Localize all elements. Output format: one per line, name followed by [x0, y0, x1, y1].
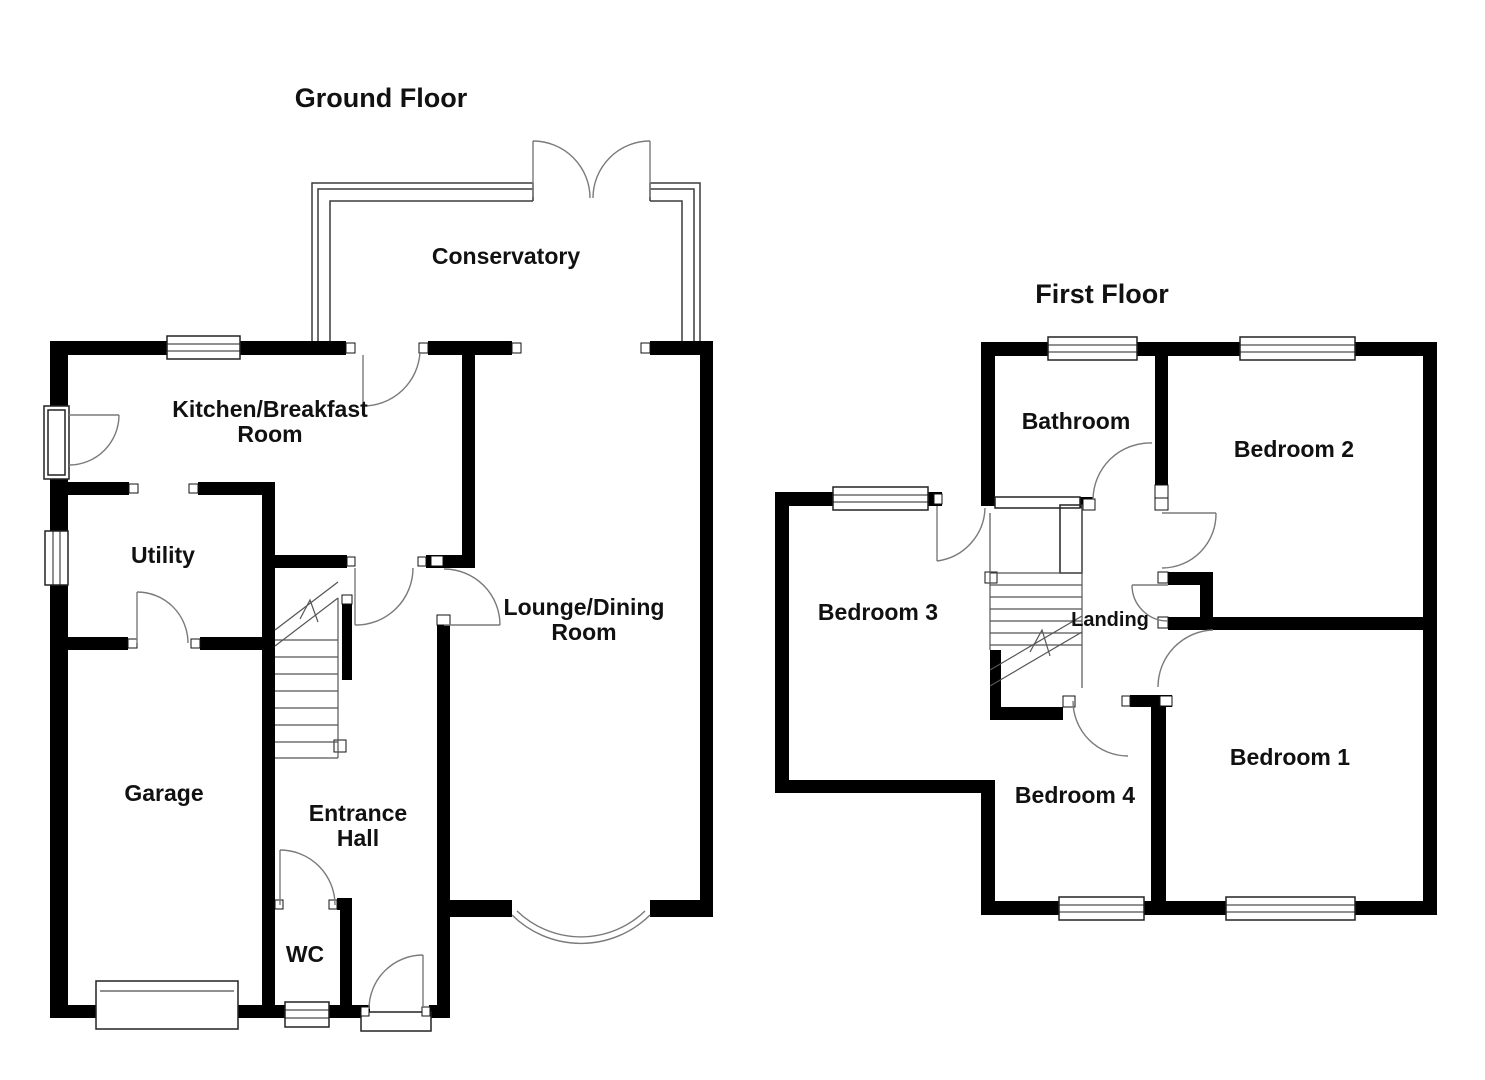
- room-label-bedroom2: Bedroom 2: [1234, 436, 1354, 462]
- bedroom4-window: [1058, 896, 1145, 921]
- bedroom2-door: [1161, 512, 1217, 569]
- wc-window: [284, 1001, 330, 1028]
- room-label-hall-line2: Hall: [337, 825, 379, 851]
- staircase-ground: [274, 581, 339, 759]
- room-label-kitchen-line1: Kitchen/Breakfast: [172, 396, 368, 422]
- lounge-door: [443, 568, 501, 626]
- bathroom-door: [1092, 442, 1153, 501]
- garage-door: [95, 980, 239, 1030]
- bedroom1-door: [1157, 629, 1214, 688]
- first-floor-doors: [936, 442, 1217, 757]
- first-floor-plan: First Floor Bathroom Bedroom 2 Bedroom 3…: [775, 279, 1437, 921]
- front-door-threshold: [360, 1011, 432, 1032]
- room-label-lounge-line1: Lounge/Dining: [504, 594, 665, 620]
- back-door-frame: [43, 405, 70, 480]
- ground-floor-labels: Ground Floor Conservatory Kitchen/Breakf…: [124, 83, 664, 967]
- ground-floor-doors: [68, 351, 501, 1010]
- wc-door: [279, 849, 336, 906]
- ground-floor-jambs: [127, 342, 651, 1017]
- conservatory-walls: [311, 140, 701, 341]
- room-label-conservatory: Conservatory: [432, 243, 580, 269]
- airing-cupboard-door: [1131, 584, 1169, 622]
- bedroom4-door: [1072, 700, 1129, 757]
- room-label-garage: Garage: [124, 780, 203, 806]
- room-label-bedroom4: Bedroom 4: [1015, 782, 1135, 808]
- room-label-bedroom1: Bedroom 1: [1230, 744, 1350, 770]
- kitchen-window: [166, 335, 241, 360]
- room-label-bathroom: Bathroom: [1022, 408, 1131, 434]
- bathroom-window: [1047, 336, 1138, 361]
- kitchen-conservatory-door: [362, 351, 421, 407]
- back-door: [68, 414, 120, 466]
- utility-door: [136, 591, 189, 644]
- bedroom2-window: [1239, 336, 1356, 361]
- room-label-lounge-line2: Room: [551, 619, 616, 645]
- ground-floor-windows: [43, 335, 651, 1032]
- room-label-kitchen-line2: Room: [237, 421, 302, 447]
- utility-window: [44, 530, 69, 586]
- room-label-landing: Landing: [1071, 609, 1149, 631]
- staircase-first: [989, 504, 1083, 688]
- bedroom1-window: [1225, 896, 1356, 921]
- ground-floor-plan: Ground Floor Conservatory Kitchen/Breakf…: [43, 83, 713, 1032]
- kitchen-hall-door: [354, 567, 414, 626]
- room-label-bedroom3: Bedroom 3: [818, 599, 938, 625]
- first-floor-labels: First Floor Bathroom Bedroom 2 Bedroom 3…: [818, 279, 1354, 808]
- bedroom3-window: [832, 486, 929, 511]
- room-label-utility: Utility: [131, 542, 195, 568]
- bedroom3-door: [936, 506, 986, 562]
- ground-floor-title: Ground Floor: [295, 83, 468, 113]
- first-floor-walls: [775, 342, 1437, 915]
- first-floor-windows: [832, 336, 1356, 921]
- bay-window: [511, 910, 651, 945]
- first-floor-jambs: [933, 484, 1173, 708]
- first-floor-title: First Floor: [1035, 279, 1169, 309]
- room-label-hall-line1: Entrance: [309, 800, 407, 826]
- ground-floor-walls: [50, 341, 713, 1018]
- room-label-wc: WC: [286, 941, 324, 967]
- front-door: [368, 954, 424, 1010]
